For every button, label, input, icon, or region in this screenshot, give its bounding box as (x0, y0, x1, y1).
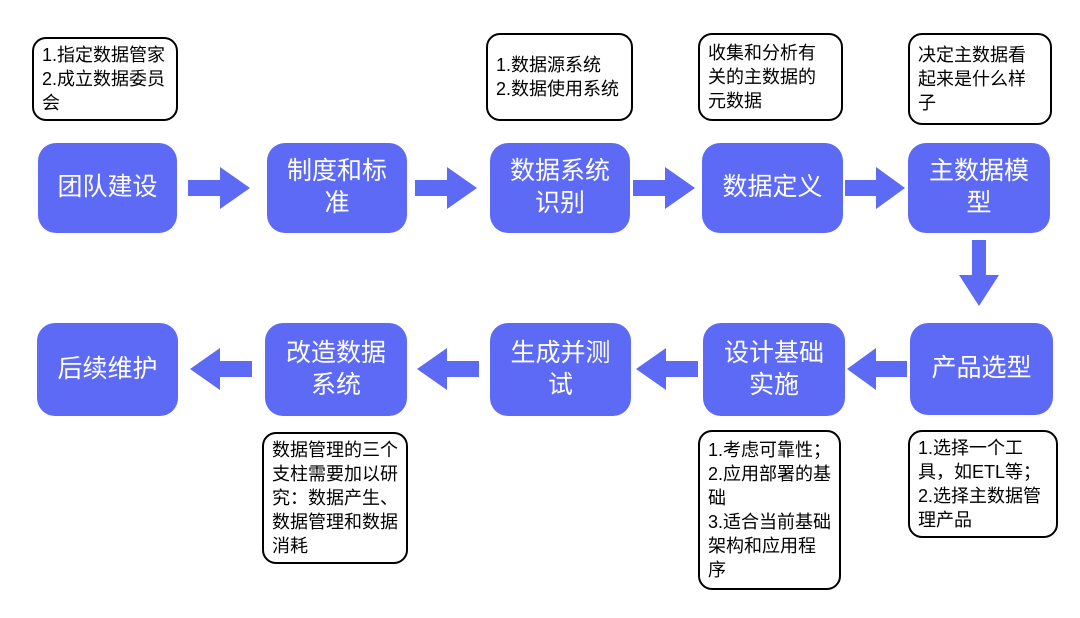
annotation-data-system-identification: 1.数据源系统 2.数据使用系统 (486, 33, 633, 121)
arrow-right-icon (415, 167, 477, 209)
flow-node-design-infrastructure: 设计基础实施 (703, 323, 845, 416)
flow-node-transform-data-systems: 改造数据系统 (265, 323, 407, 416)
arrow-left-icon (417, 348, 479, 390)
flow-node-product-selection: 产品选型 (910, 323, 1053, 415)
arrow-right-icon (845, 167, 905, 209)
flow-node-team-building: 团队建设 (38, 143, 177, 233)
flow-node-data-system-identification: 数据系统识别 (490, 143, 630, 233)
flow-node-master-data-model: 主数据模型 (908, 143, 1050, 233)
arrow-down-icon (959, 240, 999, 306)
annotation-product-selection: 1.选择一个工具，如ETL等； 2.选择主数据管理产品 (908, 430, 1058, 538)
arrow-left-icon (190, 348, 252, 390)
arrow-left-icon (847, 348, 907, 390)
arrow-left-icon (636, 348, 698, 390)
arrow-right-icon (633, 167, 695, 209)
annotation-data-definition: 收集和分析有关的主数据的元数据 (698, 33, 843, 121)
flow-node-build-and-test: 生成并测试 (490, 323, 631, 416)
flow-node-data-definition: 数据定义 (702, 143, 843, 233)
annotation-master-data-model: 决定主数据看起来是什么样子 (908, 33, 1052, 125)
flow-node-policies-standards: 制度和标准 (267, 143, 407, 233)
arrow-right-icon (188, 167, 250, 209)
annotation-team-building: 1.指定数据管家 2.成立数据委员会 (32, 37, 178, 121)
flow-node-ongoing-maintenance: 后续维护 (37, 323, 178, 416)
annotation-transform-data-systems: 数据管理的三个支柱需要加以研究：数据产生、数据管理和数据消耗 (262, 432, 408, 564)
annotation-design-infrastructure: 1.考虑可靠性； 2.应用部署的基础 3.适合当前基础架构和应用程序 (698, 430, 841, 590)
